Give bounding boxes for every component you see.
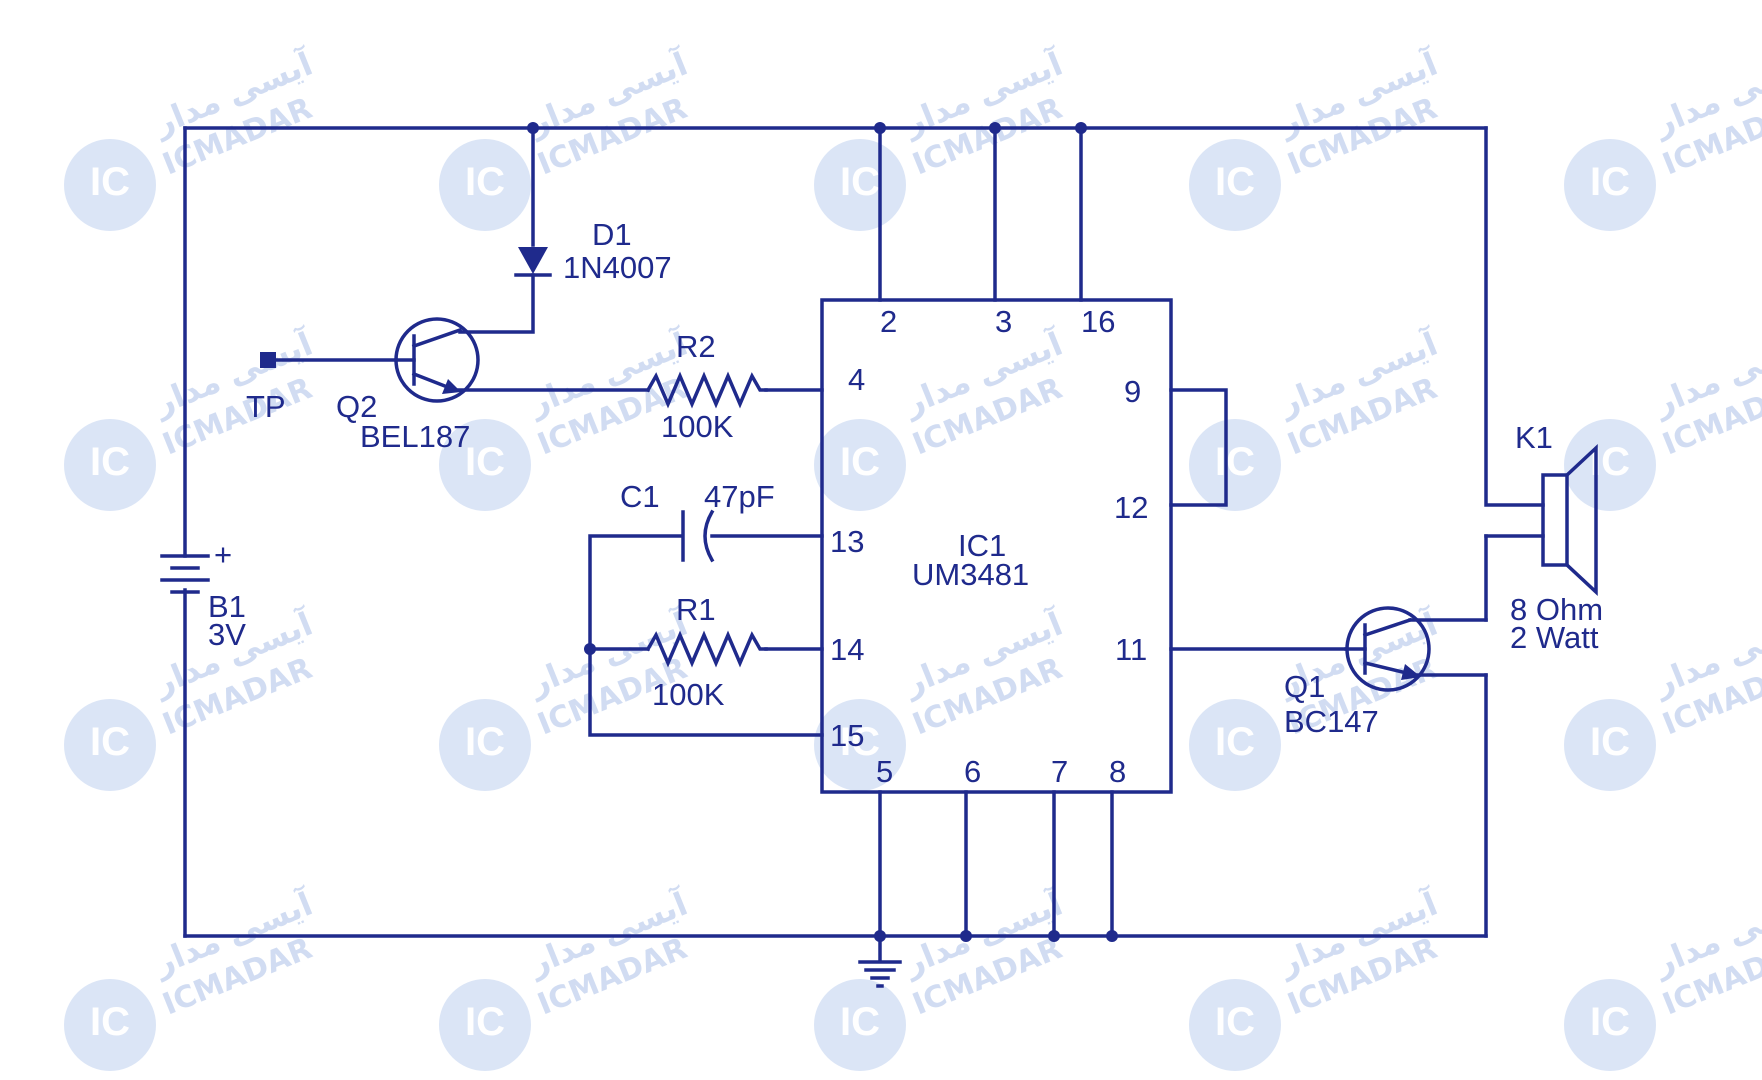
k1-spec2-label: 2 Watt — [1510, 620, 1599, 655]
ic-pin-12: 12 — [1114, 490, 1148, 525]
watermark-ic-text: IC — [840, 720, 880, 764]
d1-ref-label: D1 — [592, 217, 632, 252]
watermark-ic-text: IC — [1590, 160, 1630, 204]
ic-pin-2: 2 — [880, 304, 897, 339]
watermark-ic-text: IC — [1215, 720, 1255, 764]
diode-d1-symbol — [514, 247, 552, 277]
b1-ref-label: B1 — [208, 589, 246, 624]
c1-value-label: 47pF — [704, 479, 775, 514]
ic-pin-14: 14 — [830, 632, 864, 667]
transistor-q1-symbol — [1344, 606, 1431, 692]
watermark-ic-text: IC — [465, 720, 505, 764]
watermark-ic-text: IC — [465, 1000, 505, 1044]
ic-pin-4: 4 — [848, 362, 865, 397]
battery-polarity-label: + — [214, 537, 232, 572]
transistor-q2-symbol — [394, 317, 480, 403]
ic-pin-8: 8 — [1109, 754, 1126, 789]
q1-part-label: BC147 — [1284, 704, 1379, 739]
watermark-ic-text: IC — [840, 440, 880, 484]
watermark-ic-text: IC — [840, 160, 880, 204]
watermark-ic-text: IC — [90, 160, 130, 204]
speaker-k1-symbol — [1541, 443, 1598, 597]
watermark-ic-text: IC — [1590, 1000, 1630, 1044]
q1-ref-label: Q1 — [1284, 669, 1325, 704]
r1-value-label: 100K — [652, 677, 725, 712]
ic-pin-13: 13 — [830, 524, 864, 559]
ic1-body — [820, 298, 1173, 794]
k1-spec1-label: 8 Ohm — [1510, 592, 1603, 627]
ic-pin-11: 11 — [1115, 632, 1147, 667]
q2-ref-label: Q2 — [336, 389, 377, 424]
k1-ref-label: K1 — [1515, 420, 1553, 455]
battery-b1-symbol — [160, 554, 210, 594]
wires — [183, 126, 1545, 962]
q2-part-label: BEL187 — [360, 419, 470, 454]
ic-pin-15: 15 — [830, 718, 864, 753]
r1-ref-label: R1 — [676, 592, 716, 627]
watermark-ic-text: IC — [1215, 160, 1255, 204]
resistor-r1-symbol — [645, 630, 768, 668]
tp-terminal — [260, 352, 276, 368]
b1-value-label: 3V — [208, 617, 246, 652]
ic-pin-3: 3 — [995, 304, 1012, 339]
watermark-ic-text: IC — [465, 440, 505, 484]
r2-value-label: 100K — [661, 409, 734, 444]
tp-label: TP — [246, 389, 286, 424]
ic-pin-6: 6 — [964, 754, 981, 789]
ic1-ref-label: IC1 — [958, 528, 1006, 563]
watermark-ic-text: IC — [465, 160, 505, 204]
ground-symbol — [858, 960, 902, 988]
d1-part-label: 1N4007 — [563, 250, 672, 285]
watermark-ic-text: IC — [90, 720, 130, 764]
c1-ref-label: C1 — [620, 479, 660, 514]
ic-pin-5: 5 — [876, 754, 893, 789]
ic-pin-7: 7 — [1051, 754, 1068, 789]
watermark-ic-text: IC — [840, 1000, 880, 1044]
ic-pin-9: 9 — [1124, 374, 1141, 409]
capacitor-c1-symbol — [681, 509, 715, 563]
ic1-part-label: UM3481 — [912, 557, 1029, 592]
watermark-ic-text: IC — [1215, 1000, 1255, 1044]
junction-dots — [527, 122, 1118, 942]
watermark-ic-text: IC — [1215, 440, 1255, 484]
watermark-ic-text: IC — [1590, 720, 1630, 764]
watermark-ic-text: IC — [90, 1000, 130, 1044]
ic-pin-16: 16 — [1081, 304, 1115, 339]
watermark-ic-text: IC — [90, 440, 130, 484]
r2-ref-label: R2 — [676, 329, 716, 364]
resistor-r2-symbol — [645, 371, 768, 409]
